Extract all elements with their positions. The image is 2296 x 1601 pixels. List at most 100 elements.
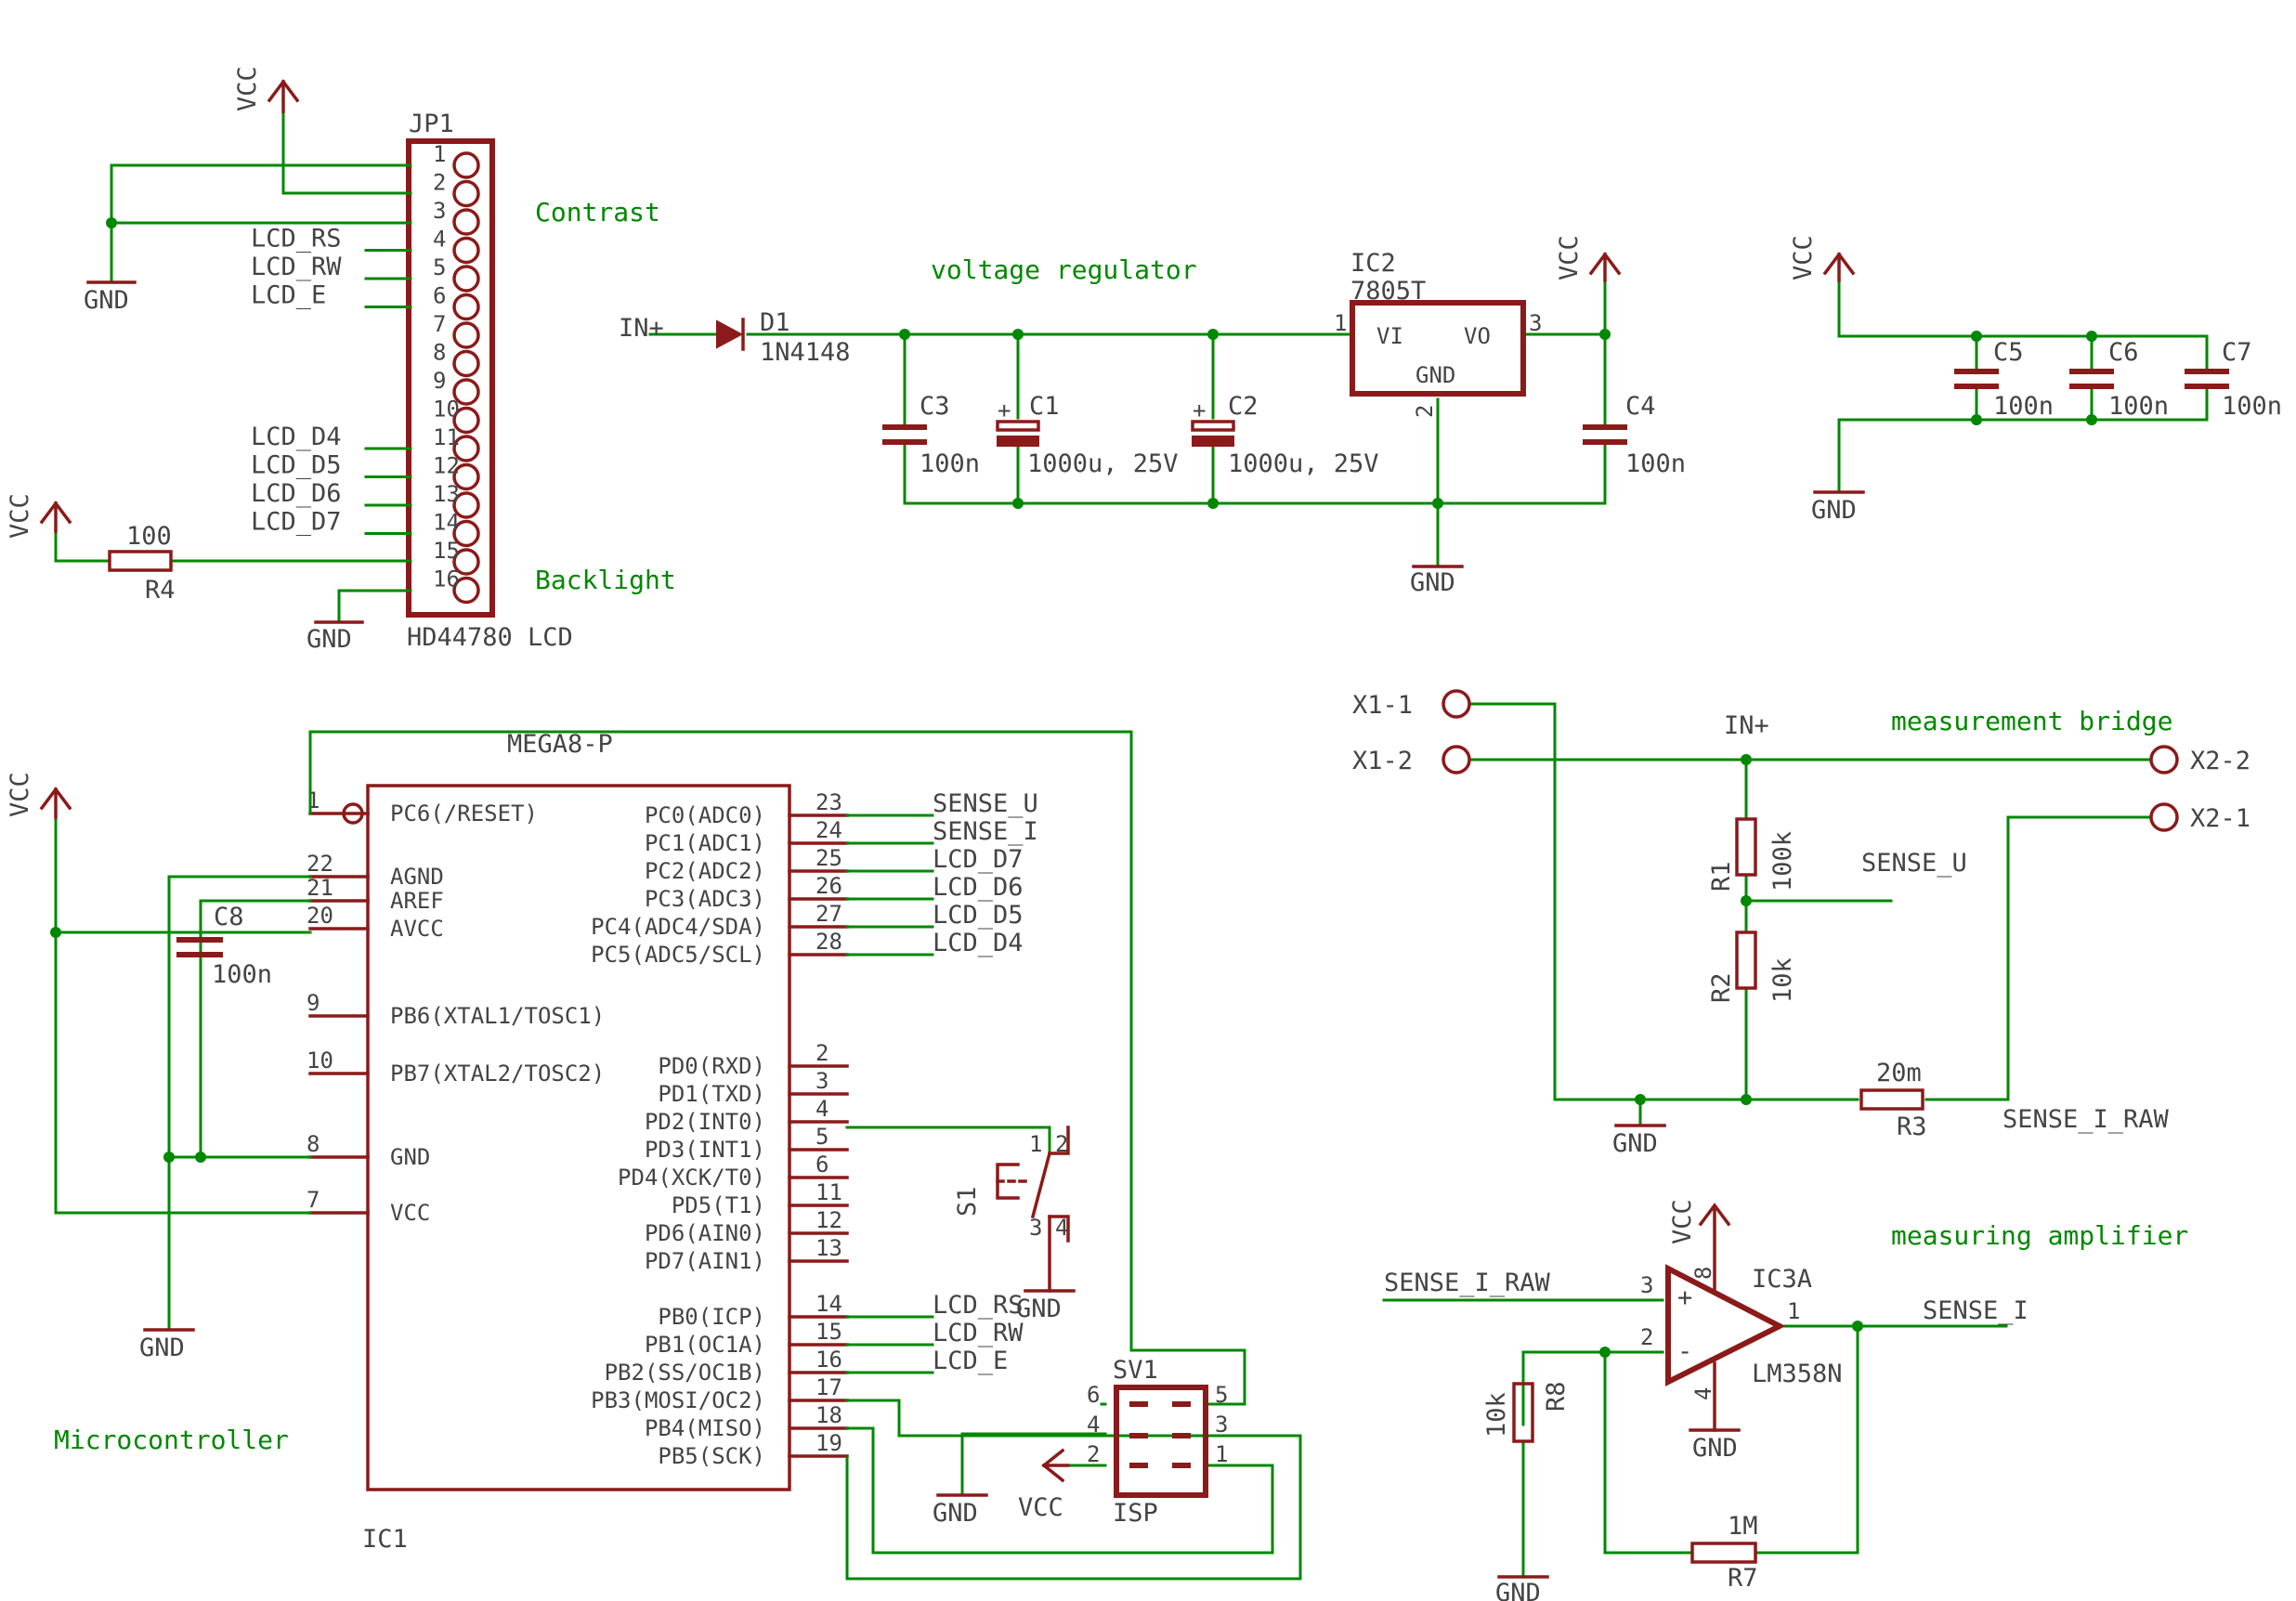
- vcc-label: VCC: [6, 493, 34, 539]
- mcu-pin-name: PC6(/RESET): [390, 800, 538, 827]
- regulator-ic2: IC2 7805T VI VO GND 1 3 2: [1334, 249, 1542, 418]
- lcd-pin-number: 7: [433, 311, 446, 337]
- comment-measuring-amplifier: measuring amplifier: [1891, 1220, 2188, 1251]
- ic2-pin-vi: VI: [1376, 323, 1403, 349]
- resistor-r3: 20m R3: [1859, 1059, 1927, 1141]
- sv1-pin2: 2: [1087, 1441, 1100, 1467]
- ic2-ref: IC2: [1350, 249, 1396, 278]
- lcd-pin-pad: [452, 435, 480, 462]
- lcd-pin-pad: [452, 378, 480, 406]
- amp-out-net-label: SENSE_I: [1923, 1296, 2029, 1325]
- c4-value: 100n: [1625, 449, 1686, 478]
- vcc-label: VCC: [6, 772, 34, 817]
- lcd-pin-number: 6: [433, 283, 446, 309]
- mcu-pin-name: PD2(INT0): [645, 1109, 765, 1135]
- vcc-label: VCC: [1018, 1493, 1063, 1522]
- ic2-pin3: 3: [1529, 310, 1542, 336]
- mcu-pin-number: 14: [815, 1291, 842, 1317]
- in-plus-label: IN+: [619, 314, 664, 343]
- gnd-label: GND: [1811, 496, 1857, 525]
- gnd-label: GND: [1495, 1579, 1541, 1601]
- comment-microcontroller: Microcontroller: [54, 1425, 289, 1455]
- comment-measurement-bridge: measurement bridge: [1891, 706, 2172, 736]
- c1-ref: C1: [1029, 392, 1060, 421]
- comment-contrast: Contrast: [535, 197, 660, 228]
- wire-isp-gnd: [960, 1432, 1107, 1497]
- gnd-symbol: GND: [1495, 1575, 1549, 1601]
- mcu-pin-name: PC2(ADC2): [645, 858, 765, 884]
- mcu-net-label: LCD_D5: [933, 901, 1024, 930]
- terminal-x1-2: X1-2: [1352, 745, 1471, 775]
- x2-2-label: X2-2: [2190, 747, 2250, 775]
- mcu-pin-name: PD6(AIN0): [645, 1220, 765, 1246]
- terminal-x2-2: X2-2: [2149, 745, 2250, 775]
- mcu-pin-number: 2: [815, 1040, 828, 1066]
- isp-connector-sv1: SV1 ISP 6 4 2 5 3 1: [1087, 1356, 1228, 1528]
- mcu-value: MEGA8-P: [507, 730, 613, 759]
- mcu-net-label: LCD_RW: [933, 1319, 1024, 1347]
- c3-value: 100n: [920, 449, 980, 478]
- c6-value: 100n: [2108, 392, 2169, 421]
- lcd-pin-number: 1: [433, 141, 446, 167]
- c4-ref: C4: [1625, 392, 1656, 421]
- c5-ref: C5: [1993, 338, 2024, 367]
- diode-d1: D1 1N4148: [716, 308, 851, 367]
- c8-value: 100n: [212, 960, 272, 989]
- lcd-net-label: LCD_D5: [251, 451, 342, 480]
- lcd-pin-number: 11: [433, 424, 460, 450]
- opamp-value: LM358N: [1752, 1360, 1843, 1388]
- opamp-ic3a: + - 3 2 1 8 4 IC3A LM358N: [1640, 1205, 1843, 1432]
- gnd-symbol: GND: [933, 1493, 988, 1528]
- mcu-pin-name: PB3(MOSI/OC2): [591, 1387, 765, 1413]
- polarity-plus: +: [998, 397, 1011, 423]
- gnd-label: GND: [84, 286, 129, 315]
- r8-value: 10k: [1482, 1392, 1511, 1438]
- lcd-pin-number: 4: [433, 227, 446, 253]
- lcd-pin-pad: [452, 548, 480, 576]
- mcu-net-label: LCD_RS: [933, 1291, 1024, 1320]
- mcu-pin-number: 27: [815, 901, 842, 927]
- gnd-label: GND: [1612, 1129, 1658, 1158]
- mcu-pin-number: 22: [307, 851, 333, 877]
- gnd-label: GND: [139, 1334, 185, 1362]
- capacitor-c4: C4 100n: [1583, 392, 1686, 478]
- ic2-pin2: 2: [1412, 405, 1438, 418]
- sv1-ref: SV1: [1113, 1356, 1158, 1385]
- r2-ref: R2: [1707, 972, 1736, 1003]
- switch-s1: 1 2 3 4 S1: [953, 1126, 1070, 1293]
- mcu-pin-number: 26: [815, 873, 842, 899]
- wire-reset-isp5: [308, 730, 1246, 1406]
- junction: [106, 217, 117, 228]
- opamp-triangle: [1665, 1264, 1786, 1386]
- comment-voltage-regulator: voltage regulator: [931, 254, 1197, 285]
- s1-pin1: 1: [1029, 1131, 1042, 1157]
- gnd-symbol: GND: [1410, 565, 1464, 597]
- r8-ref: R8: [1542, 1381, 1571, 1412]
- s1-pin3: 3: [1029, 1215, 1042, 1241]
- opamp-pin4: 4: [1690, 1387, 1716, 1400]
- mcu-pin-number: 6: [815, 1152, 828, 1178]
- mcu-pin-number: 11: [815, 1179, 842, 1205]
- lcd-pin-pad: [452, 519, 480, 548]
- vcc-symbol-horizontal: VCC: [1018, 1448, 1070, 1522]
- bridge-in-plus-label: IN+: [1724, 711, 1769, 740]
- mcu-pin-number: 7: [307, 1187, 320, 1213]
- lcd-pin-number: 15: [433, 538, 460, 564]
- c2-ref: C2: [1228, 392, 1259, 421]
- mcu-pin-name: PB2(SS/OC1B): [605, 1360, 765, 1386]
- opamp-minus: -: [1677, 1337, 1692, 1366]
- vcc-symbol: VCC: [6, 493, 72, 539]
- gnd-symbol: GND: [1689, 1428, 1741, 1463]
- s1-pin2: 2: [1055, 1131, 1068, 1157]
- opamp-pin3: 3: [1640, 1272, 1653, 1298]
- c7-value: 100n: [2222, 392, 2282, 421]
- r3-value: 20m: [1876, 1059, 1922, 1087]
- lcd-pin-number: 5: [433, 254, 446, 280]
- c7-ref: C7: [2222, 338, 2252, 367]
- lcd-net-label: LCD_D4: [251, 423, 342, 451]
- mcu-net-label: LCD_D7: [933, 845, 1024, 874]
- sv1-pin6: 6: [1087, 1382, 1100, 1408]
- lcd-pin-number: 16: [433, 566, 460, 592]
- capacitor-c6: C6 100n: [2069, 338, 2169, 421]
